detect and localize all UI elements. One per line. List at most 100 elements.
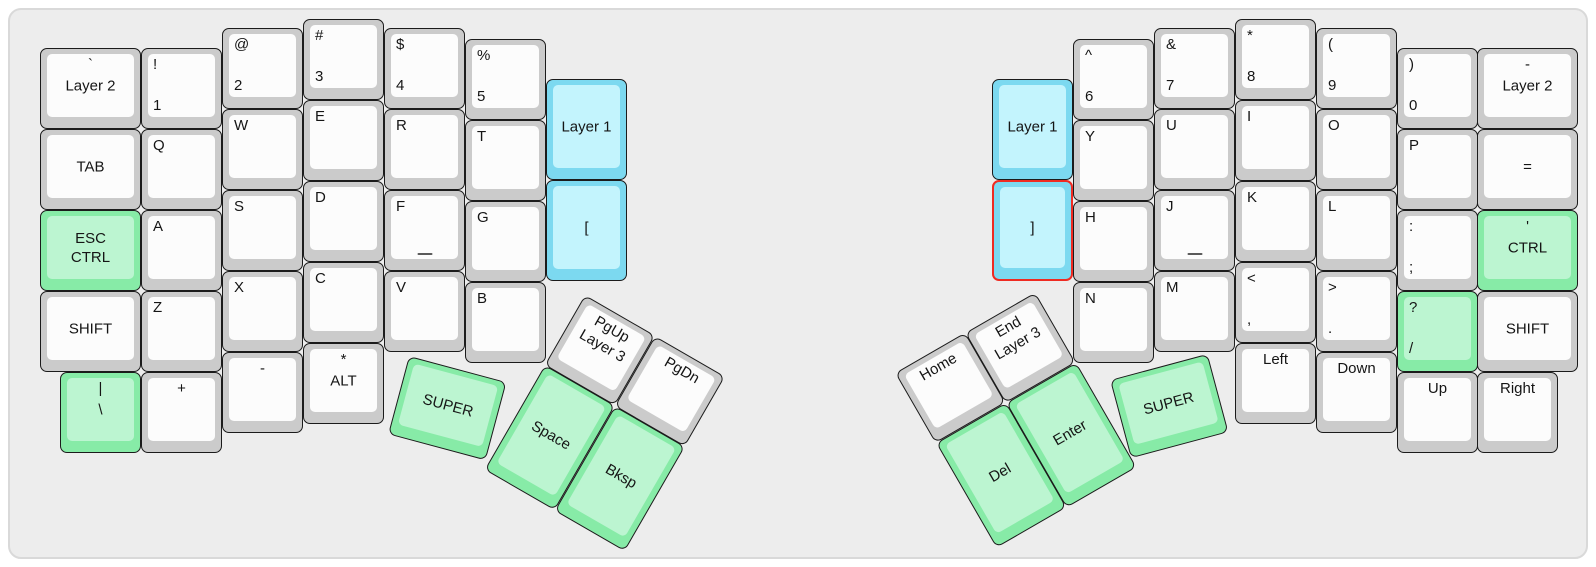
key-label: K [1247,189,1258,206]
key-left-bracket[interactable]: [ [546,180,627,281]
key-h[interactable]: H [1073,201,1154,282]
key-i[interactable]: I [1235,100,1316,181]
key-b[interactable]: B [465,282,546,363]
key-z[interactable]: Z [141,291,222,372]
key-5[interactable]: %5 [465,39,546,120]
keycap-face: Layer 1 [553,85,620,168]
key-minus-left[interactable]: - [222,352,303,433]
key-super-right[interactable]: SUPER [1110,353,1229,459]
key-7[interactable]: &7 [1154,28,1235,109]
key-v[interactable]: V [384,271,465,352]
key-label: T [477,128,487,145]
key-g[interactable]: G [465,201,546,282]
keycap-face: S [229,196,296,259]
key-period[interactable]: >. [1316,271,1397,352]
key-layer1-left[interactable]: Layer 1 [546,79,627,180]
key-label: G [477,209,489,226]
key-y[interactable]: Y [1073,120,1154,201]
key-tab[interactable]: TAB [40,129,141,210]
key-minus-layer2[interactable]: -Layer 2 [1477,48,1578,129]
key-n[interactable]: N [1073,282,1154,363]
key-label: Home [916,349,960,385]
key-c[interactable]: C [303,262,384,343]
key-label: P [1409,137,1420,154]
key-m[interactable]: M [1154,271,1235,352]
key-label: % [477,47,491,64]
keycap-face: R [391,115,458,178]
key-up-arrow[interactable]: Up [1397,372,1478,453]
keycap-face: &7 [1161,34,1228,97]
key-super-left[interactable]: SUPER [388,356,507,461]
key-d[interactable]: D [303,181,384,262]
key-down-arrow[interactable]: Down [1316,352,1397,433]
key-label: < [1247,270,1256,287]
key-2[interactable]: @2 [222,28,303,109]
key-r[interactable]: R [384,109,465,190]
key-question-slash[interactable]: ?/ [1397,291,1478,372]
key-layer1-right[interactable]: Layer 1 [992,79,1073,180]
key-label: H [1085,209,1096,226]
key-f[interactable]: F [384,190,465,271]
key-comma[interactable]: <, [1235,262,1316,343]
key-p[interactable]: P [1397,129,1478,210]
keycap-face: A [148,216,215,279]
key-quote-ctrl[interactable]: 'CTRL [1477,210,1578,291]
key-q[interactable]: Q [141,129,222,210]
key-9[interactable]: (9 [1316,28,1397,109]
key-left-arrow[interactable]: Left [1235,343,1316,424]
key-right-bracket[interactable]: ] [992,180,1073,281]
key-esc-ctrl[interactable]: ESC CTRL [40,210,141,291]
key-3[interactable]: #3 [303,19,384,100]
key-1[interactable]: !1 [141,48,222,129]
key-a[interactable]: A [141,210,222,291]
key-shift-left[interactable]: SHIFT [40,291,141,372]
keycap-face: Right [1484,378,1551,441]
key-label: O [1328,117,1340,134]
key-label: | [98,380,103,397]
key-j[interactable]: J [1154,190,1235,271]
key-w[interactable]: W [222,109,303,190]
key-semicolon[interactable]: :; [1397,210,1478,291]
keycap-face: @2 [229,34,296,97]
key-plus[interactable]: + [141,372,222,453]
key-l[interactable]: L [1316,190,1397,271]
key-pipe-backslash[interactable]: |\ [60,372,141,453]
keycap-face: Q [148,135,215,198]
keycap-face: !1 [148,54,215,117]
key-8[interactable]: *8 [1235,19,1316,100]
key-e[interactable]: E [303,100,384,181]
key-6[interactable]: ^6 [1073,39,1154,120]
key-label: 8 [1247,68,1256,85]
key-x[interactable]: X [222,271,303,352]
keycap-face: )0 [1404,54,1471,117]
key-alt[interactable]: *ALT [303,343,384,424]
key-label: TAB [76,158,105,175]
key-label: X [234,279,245,296]
key-label: \ [98,401,103,418]
key-equals[interactable]: = [1477,129,1578,210]
key-o[interactable]: O [1316,109,1397,190]
key-label: E [315,108,326,125]
key-label: ) [1409,56,1414,73]
key-label: Down [1337,360,1376,377]
key-label: W [234,117,249,134]
key-label: A [153,218,164,235]
key-t[interactable]: T [465,120,546,201]
key-label: 4 [396,77,405,94]
key-k[interactable]: K [1235,181,1316,262]
keycap-face: %5 [472,45,539,108]
keycap-face: = [1484,135,1571,198]
key-s[interactable]: S [222,190,303,271]
keycap-face: M [1161,277,1228,340]
key-right-arrow[interactable]: Right [1477,372,1558,453]
key-4[interactable]: $4 [384,28,465,109]
key-backtick-layer2[interactable]: `Layer 2 [40,48,141,129]
key-u[interactable]: U [1154,109,1235,190]
key-label: SUPER [420,390,476,421]
key-label: * [1247,27,1253,44]
keycap-face: ^6 [1080,45,1147,108]
key-label: 9 [1328,77,1337,94]
key-0[interactable]: )0 [1397,48,1478,129]
key-shift-right[interactable]: SHIFT [1477,291,1578,372]
